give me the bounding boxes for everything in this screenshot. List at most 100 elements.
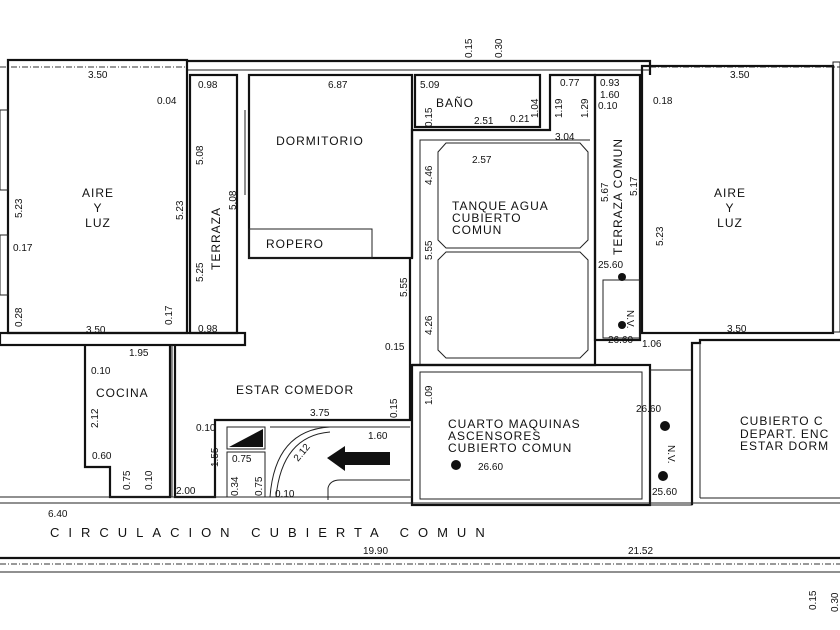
dim: 21.52 <box>628 546 653 557</box>
room-ropero <box>248 228 373 259</box>
dim: 2.12 <box>90 408 101 428</box>
dim: 0.18 <box>653 96 673 107</box>
door-swing <box>275 431 331 498</box>
wall <box>187 59 652 75</box>
dim: 2.57 <box>472 155 492 166</box>
dim: 5.55 <box>424 240 435 260</box>
dim: 0.15 <box>385 342 405 353</box>
dim: 0.15 <box>424 107 435 127</box>
dim: 25.60 <box>598 260 623 271</box>
label-bano: BAÑO <box>436 96 474 110</box>
dim: 0.15 <box>808 590 819 610</box>
door-swing <box>269 426 331 498</box>
label-circulacion: CIRCULACION CUBIERTA COMUN <box>50 525 494 540</box>
dim: 0.93 <box>600 78 620 89</box>
dim: 5.23 <box>655 226 666 246</box>
dim: 5.55 <box>399 277 410 297</box>
level-marker-icon <box>660 421 670 431</box>
dim: 1.06 <box>642 339 662 350</box>
label-cubierto: DEPART. ENC <box>740 427 829 441</box>
dim: 0.98 <box>198 324 218 335</box>
label-aire: AIRE <box>714 186 746 200</box>
dim: 0.10 <box>91 366 111 377</box>
dim: 6.40 <box>48 509 68 520</box>
dim: 1.60 <box>600 90 620 101</box>
label-luz: LUZ <box>85 216 111 230</box>
label-y: Y <box>725 201 734 215</box>
dim: 0.34 <box>230 476 241 496</box>
label-terraza: TERRAZA <box>209 207 223 270</box>
dim: 5.25 <box>195 262 206 282</box>
room-terraza <box>188 73 239 335</box>
dim: 3.50 <box>727 324 747 335</box>
dim: 5.17 <box>629 176 640 196</box>
dim: 5.09 <box>420 80 440 91</box>
dim: 26.60 <box>608 335 633 346</box>
level-marker-icon <box>618 321 626 329</box>
label-estar-comedor: ESTAR COMEDOR <box>236 383 354 397</box>
label-aire: AIRE <box>82 186 114 200</box>
label-cubierto: CUBIERTO C <box>740 414 824 428</box>
dim: 1.09 <box>424 385 435 405</box>
dimension-labels: 3.50 0.04 5.23 0.17 0.28 3.50 0.17 5.23 … <box>13 38 840 612</box>
dim: 4.26 <box>424 315 435 335</box>
dim: 3.50 <box>88 70 108 81</box>
dim: 0.10 <box>275 489 295 500</box>
wall <box>419 371 643 500</box>
label-cocina: COCINA <box>96 386 149 400</box>
dim: 0.77 <box>560 78 580 89</box>
level-marker-icon <box>451 460 461 470</box>
dim: 0.17 <box>13 243 33 254</box>
dim: 0.04 <box>157 96 177 107</box>
dim: 5.23 <box>175 200 186 220</box>
dim: 0.10 <box>196 423 216 434</box>
label-ropero: ROPERO <box>266 237 324 251</box>
dim: 26.60 <box>478 462 503 473</box>
dim: 5.08 <box>228 190 239 210</box>
label-cubierto: ESTAR DORM <box>740 439 829 453</box>
dim: 0.75 <box>254 476 265 496</box>
tank <box>437 142 589 249</box>
label-y: Y <box>93 201 102 215</box>
label-cuarto: CUARTO MAQUINAS <box>448 417 581 431</box>
label-cuarto: CUBIERTO COMUN <box>448 441 572 455</box>
level-marker-icon <box>658 471 668 481</box>
dim: 1.29 <box>580 98 591 118</box>
dim: 3.50 <box>86 325 106 336</box>
label-luz: LUZ <box>717 216 743 230</box>
dim: 1.04 <box>530 98 541 118</box>
dim: 0.21 <box>510 114 530 125</box>
dim: 0.75 <box>122 470 133 490</box>
room-bano <box>413 73 542 129</box>
dim: 0.17 <box>164 305 175 325</box>
label-tanque: COMUN <box>452 223 502 237</box>
dim: 2.00 <box>176 486 196 497</box>
dim: 1.60 <box>368 431 388 442</box>
dim: 5.67 <box>600 182 611 202</box>
dim: 3.04 <box>555 132 575 143</box>
label-tanque: CUBIERTO <box>452 211 522 225</box>
dim: 0.30 <box>494 38 505 58</box>
dim: 3.75 <box>310 408 330 419</box>
dim: 19.90 <box>363 546 388 557</box>
wall <box>0 331 247 347</box>
dim: 1.55 <box>210 447 221 467</box>
label-dormitorio: DORMITORIO <box>276 134 364 148</box>
dim: 0.10 <box>598 101 618 112</box>
room-terraza-comun <box>593 73 642 342</box>
dim: 5.08 <box>195 145 206 165</box>
dim: 0.60 <box>92 451 112 462</box>
wall <box>0 109 9 191</box>
wall <box>832 61 840 333</box>
dim: 25.60 <box>652 487 677 498</box>
dim: 2.51 <box>474 116 494 127</box>
dim: 2.12 <box>292 442 313 464</box>
dim: 1.95 <box>129 348 149 359</box>
room-cocina <box>83 345 172 499</box>
dim: 6.87 <box>328 80 348 91</box>
label-cuarto: ASCENSORES <box>448 429 541 443</box>
dim: 0.30 <box>830 592 840 612</box>
dim: 1.19 <box>554 98 565 118</box>
dim: 5.23 <box>14 198 25 218</box>
